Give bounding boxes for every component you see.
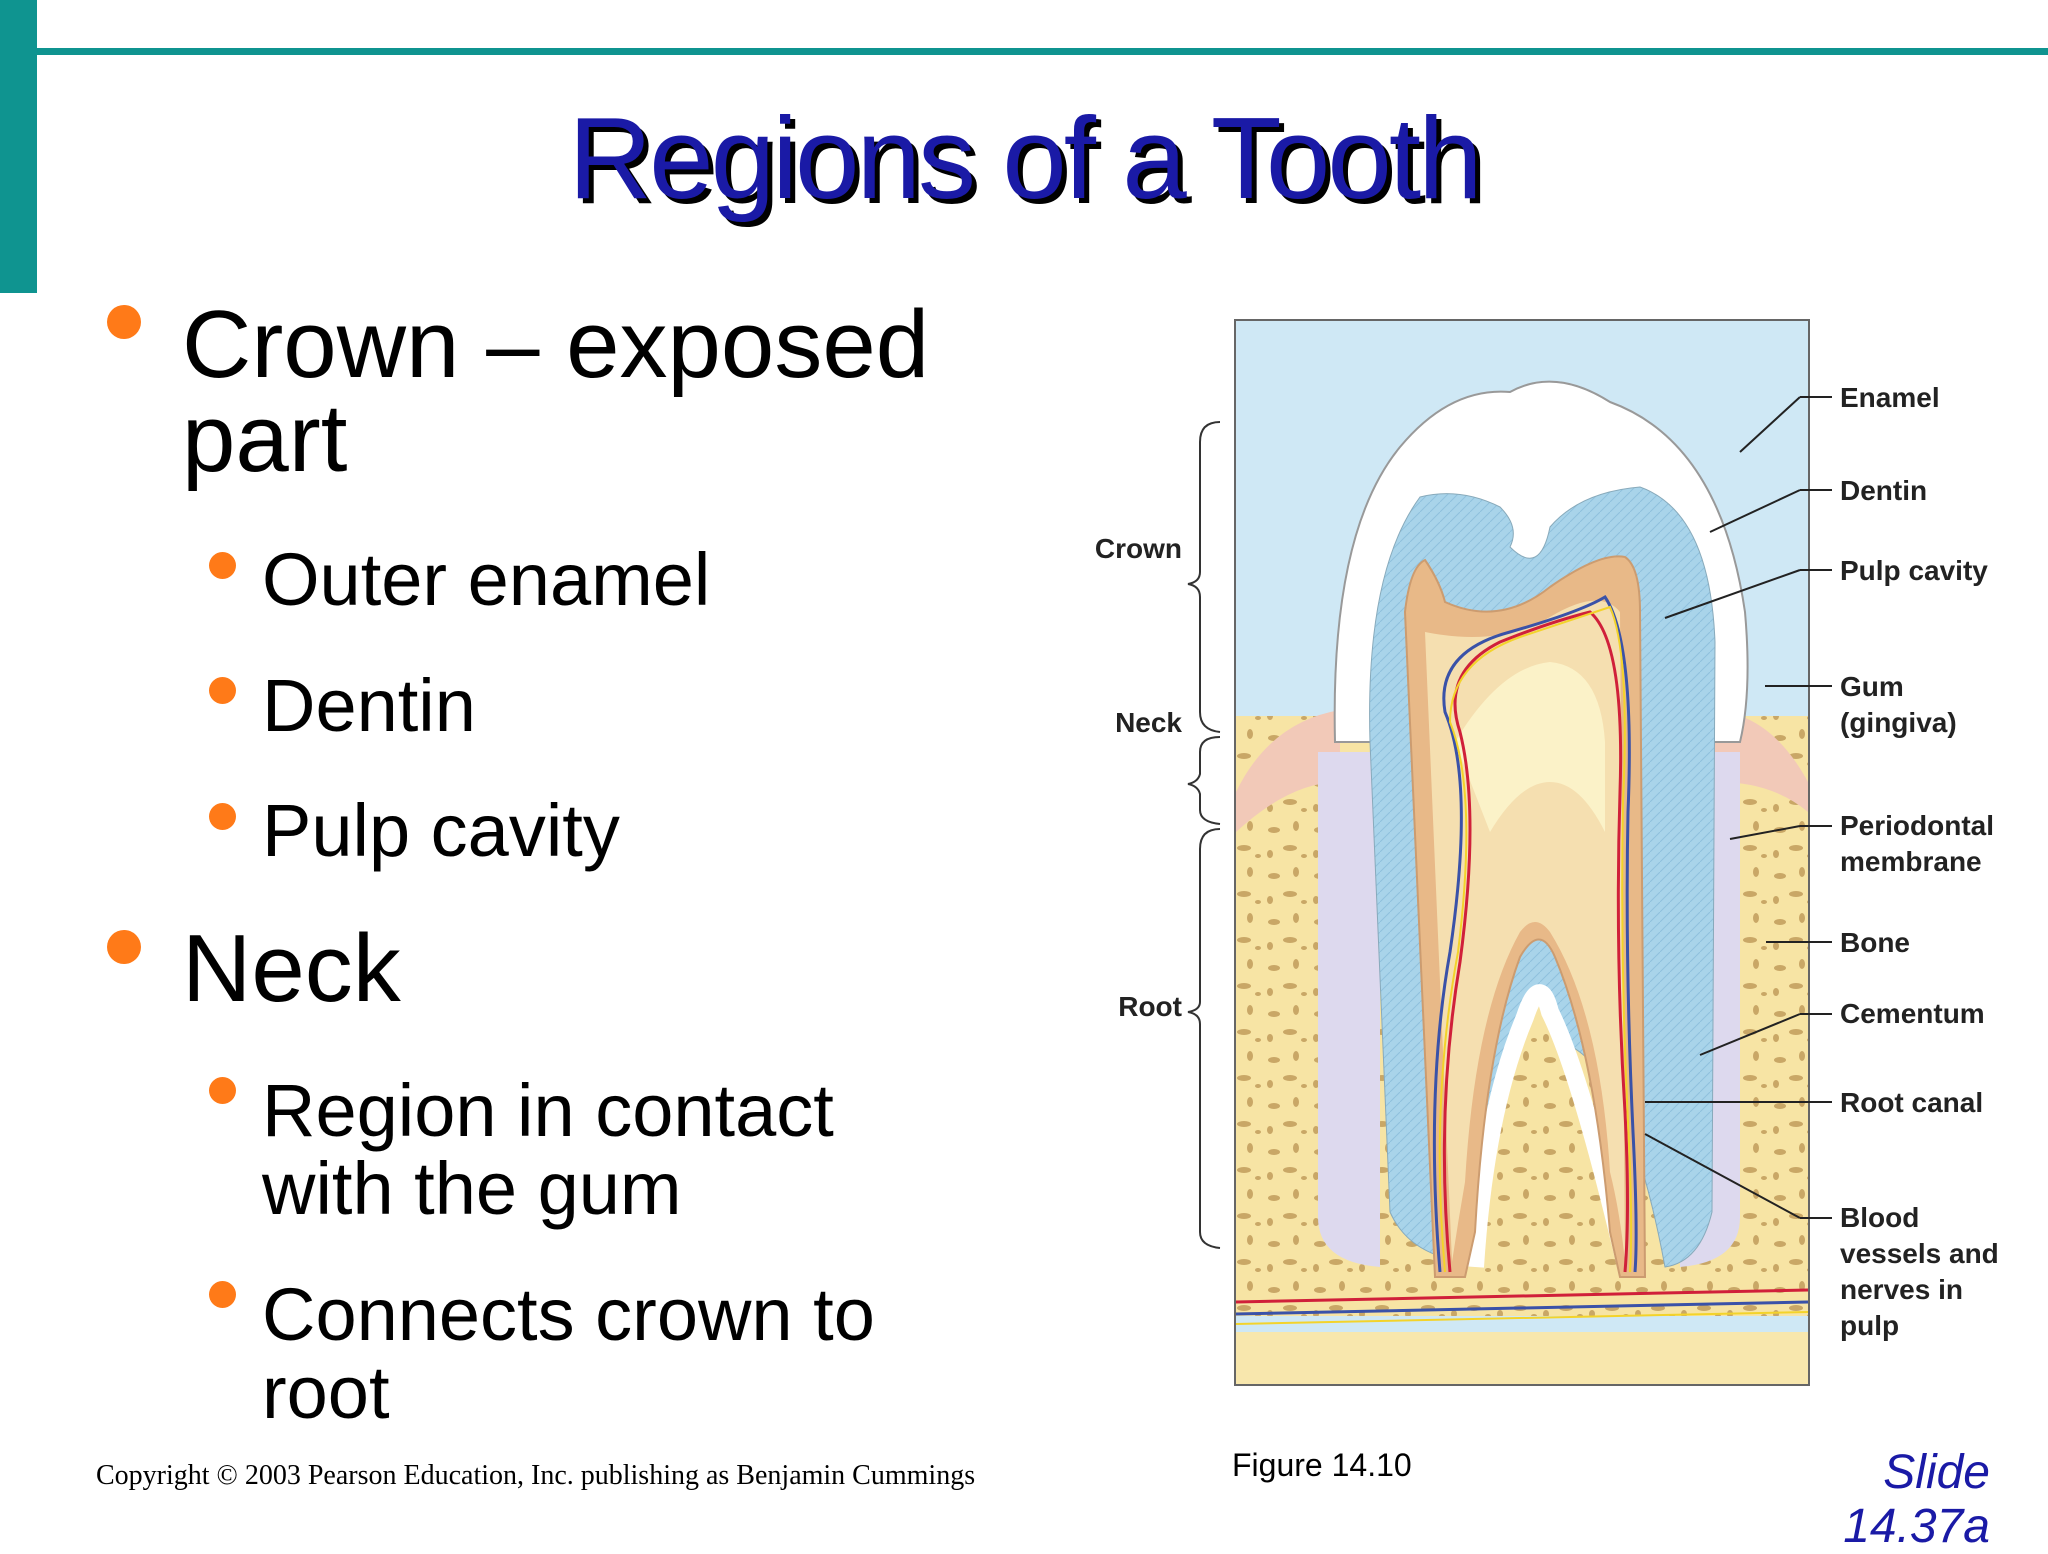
root-brace xyxy=(1187,828,1221,1249)
accent-bar xyxy=(0,0,37,293)
region-label-crown: Crown xyxy=(1095,533,1182,564)
bullet-line: Crown – exposed xyxy=(182,291,930,398)
bullet-line: part xyxy=(182,385,348,492)
part-label-periodontal-membrane: Periodontal membrane xyxy=(1840,810,2002,877)
bullet-crown: Crown – exposed part xyxy=(182,291,1002,492)
leader-periodontal xyxy=(1729,825,1801,840)
bullet-marker xyxy=(209,1281,236,1308)
region-label-root: Root xyxy=(1118,991,1182,1022)
blood-vessel-red xyxy=(1442,610,1629,1273)
slide-number-word: Slide xyxy=(1883,1446,1990,1499)
bullet-line: Connects crown to xyxy=(262,1273,875,1356)
region-label-neck: Neck xyxy=(1115,707,1182,738)
slide-title: Regions of a Tooth xyxy=(568,93,1482,223)
leader-blood-vessels xyxy=(1644,1133,1801,1219)
bullet-line: Dentin xyxy=(262,664,476,747)
nerve-yellow xyxy=(1438,605,1633,1273)
bullet-dentin: Dentin xyxy=(262,667,1002,745)
part-label-bone: Bone xyxy=(1840,927,1910,958)
base-strip xyxy=(1236,1332,1808,1384)
accent-line xyxy=(37,48,2048,55)
neck-brace xyxy=(1187,736,1221,825)
bullet-outer-enamel: Outer enamel xyxy=(262,541,1002,619)
root-cementum-inner xyxy=(1466,984,1634,1268)
bullet-line: with the gum xyxy=(262,1147,682,1230)
part-label-dentin: Dentin xyxy=(1840,475,1927,506)
pulp-core xyxy=(1455,662,1605,832)
slide-number-value: 14.37a xyxy=(1843,1500,1990,1553)
part-label-blood-vessels: Blood vessels and nerves in pulp xyxy=(1840,1202,2007,1341)
leader-enamel xyxy=(1739,396,1801,453)
part-label-enamel: Enamel xyxy=(1840,382,1940,413)
base-nerve-yellow xyxy=(1235,1311,1809,1325)
part-label-pulp-cavity: Pulp cavity xyxy=(1840,555,1988,586)
bullet-line: Region in contact xyxy=(262,1069,834,1152)
blood-vessel-blue xyxy=(1432,594,1638,1273)
bullet-pulp-cavity: Pulp cavity xyxy=(262,792,1002,870)
bullet-line: root xyxy=(262,1351,390,1434)
part-label-gum: Gum (gingiva) xyxy=(1840,671,1957,738)
leader-dentin xyxy=(1709,489,1801,533)
leader-pulp-cavity xyxy=(1664,569,1801,619)
bullet-line: Neck xyxy=(182,915,401,1022)
bullet-contact-gum: Region in contact with the gum xyxy=(262,1072,1002,1228)
part-label-cementum: Cementum xyxy=(1840,998,1985,1029)
crown-brace xyxy=(1187,421,1221,733)
slide-number: Slide 14.37a xyxy=(1843,1446,1990,1554)
bullet-connects-root: Connects crown to root xyxy=(262,1276,1002,1432)
copyright-notice: Copyright © 2003 Pearson Education, Inc.… xyxy=(96,1460,976,1491)
gum-left xyxy=(1236,710,1340,832)
base-vessel-red xyxy=(1235,1288,1809,1304)
tooth-diagram: Crown Neck Root Enamel Dentin Pulp cavit… xyxy=(1095,319,2007,1386)
bullet-marker xyxy=(209,552,236,579)
part-label-root-canal: Root canal xyxy=(1840,1087,1983,1118)
bullet-marker xyxy=(107,930,141,964)
bullet-line: Outer enamel xyxy=(262,538,711,621)
bullet-marker xyxy=(209,677,236,704)
periodontal-membrane-left xyxy=(1318,752,1380,1267)
bullet-marker xyxy=(209,1077,236,1104)
bullet-marker xyxy=(209,803,236,830)
bullet-marker xyxy=(107,305,141,339)
base-vessel-blue xyxy=(1235,1300,1809,1316)
leader-cementum xyxy=(1699,1013,1801,1056)
bullet-line: Pulp cavity xyxy=(262,789,620,872)
bullet-neck: Neck xyxy=(182,915,1002,1022)
figure-label: Figure 14.10 xyxy=(1232,1447,1412,1483)
